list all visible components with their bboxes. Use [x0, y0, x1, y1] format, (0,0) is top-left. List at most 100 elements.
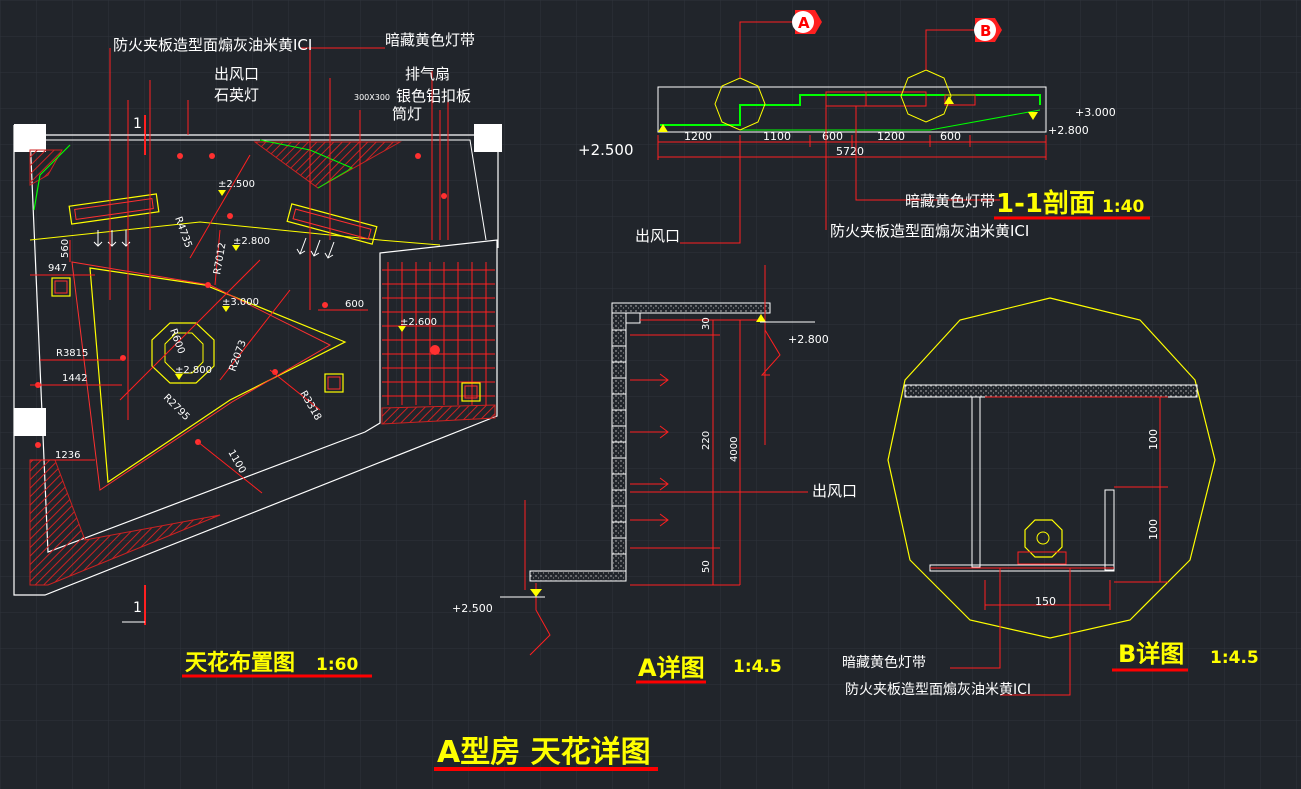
detail-a: +2.800 +2.500 30 220 4000 50 出风口 A详图 1:4… [452, 265, 857, 684]
detail-a-level: +2.800 [788, 333, 829, 346]
level-marker [1028, 112, 1038, 120]
section-fixtures [825, 91, 976, 107]
plan-level: ±3.000 [222, 297, 259, 308]
section-level: +2.500 [578, 141, 634, 159]
light-strip [259, 139, 354, 189]
plan-callout-downlight: 筒灯 [392, 105, 422, 123]
hatch-area [29, 149, 63, 186]
ceiling-star-outer [89, 267, 347, 484]
plan-callout-aluminum: 银色铝扣板 [396, 87, 471, 105]
section-dim: 1200 [684, 130, 712, 143]
section-dim-total: 5720 [836, 145, 864, 158]
plan-callout-quartz-lamp: 石英灯 [214, 86, 259, 104]
plan-dim: 560 [60, 239, 71, 258]
level-marker [944, 96, 954, 104]
cut-mark-bottom: 1 [133, 600, 142, 616]
detail-b-dim: 100 [1147, 519, 1160, 540]
plan-title: 天花布置图 [185, 650, 295, 676]
detail-b-title: B详图 [1118, 640, 1184, 668]
level-marker [658, 124, 668, 132]
detail-a-studs [612, 329, 626, 555]
plan-dimension-lines [30, 154, 368, 494]
detail-a-level: +2.500 [452, 602, 493, 615]
column-block [14, 124, 46, 152]
detail-b-hanger [971, 396, 981, 568]
exhaust-square [324, 373, 344, 393]
plan-dim: R3815 [56, 348, 88, 359]
column-block [474, 124, 502, 152]
plan-callout-light-strip: 暗藏黄色灯带 [385, 31, 475, 49]
detail-b-callout-plywood: 防火夹板造型面煽灰油米黄ICI [845, 681, 1031, 698]
ceiling-star-red [71, 261, 332, 491]
section-profile [660, 94, 1041, 126]
detail-a-callout-air: 出风口 [812, 482, 857, 500]
bathroom-tile-grid [382, 262, 495, 405]
exhaust-square [51, 277, 71, 297]
airflow-arrows [93, 230, 335, 259]
octagon-light [151, 322, 215, 384]
plan-outer-wall [13, 125, 499, 596]
plan-callout-air-outlet: 出风口 [214, 65, 259, 83]
plan-dim: 947 [48, 263, 67, 274]
detail-b-light [1024, 519, 1063, 558]
detail-b-callout-light: 暗藏黄色灯带 [842, 654, 926, 671]
cut-mark-top: 1 [133, 116, 142, 132]
detail-a-dim: 220 [701, 431, 712, 450]
section-callout-plywood: 防火夹板造型面煽灰油米黄ICI [830, 222, 1029, 240]
level-markers [175, 190, 406, 380]
section-scale: 1:40 [1102, 197, 1144, 217]
detail-b-boundary [887, 297, 1216, 639]
detail-b-hanger [1104, 489, 1115, 571]
section-1-1: A B 1200 1100 600 1200 600 5720 +2.500 +… [578, 10, 1150, 245]
section-dim: 1100 [763, 130, 791, 143]
section-callout-b-circle [900, 69, 952, 123]
section-level: +2.800 [1048, 124, 1089, 137]
plan-callout-plywood: 防火夹板造型面煽灰油米黄ICI [113, 36, 312, 54]
detail-a-slab [529, 570, 627, 582]
quartz-lamp [68, 193, 160, 225]
light-strip [33, 144, 71, 211]
plan-scale: 1:60 [316, 655, 358, 675]
section-dim: 600 [940, 130, 961, 143]
hatch-area [253, 141, 402, 189]
detail-b-scale: 1:4.5 [1210, 648, 1259, 668]
plan-callout-exhaust-size: 300X300 [354, 93, 390, 102]
plan-callout-exhaust-fan: 排气扇 [405, 65, 450, 83]
detail-a-scale: 1:4.5 [733, 657, 782, 677]
plan-dim: 1236 [55, 450, 80, 461]
level-marker [756, 314, 766, 322]
plan-level: ±2.600 [400, 317, 437, 328]
marker-a-circle [792, 11, 814, 33]
level-marker [530, 589, 542, 597]
hatch-area [381, 404, 496, 425]
detail-b-dimension-lines [950, 396, 1168, 696]
detail-a-dim: 4000 [729, 437, 740, 462]
detail-a-dim: 50 [701, 560, 712, 573]
detail-a-airflow [630, 319, 808, 586]
detail-a-dim: 30 [701, 317, 712, 330]
section-callout-air: 出风口 [635, 227, 680, 245]
plan-level: ±2.500 [218, 179, 255, 190]
marker-b: B [980, 22, 991, 40]
plan-level: ±2.800 [233, 236, 270, 247]
octagon-inner [164, 332, 204, 374]
detail-b-slab [904, 384, 1198, 398]
section-dim: 1200 [877, 130, 905, 143]
plan-dim: 600 [345, 299, 364, 310]
marker-a: A [798, 14, 810, 32]
plan-level: ±2.800 [175, 365, 212, 376]
marker-b-circle [974, 19, 996, 41]
detail-b-dim: 100 [1147, 429, 1160, 450]
ceiling-edge [29, 221, 441, 246]
section-callout-a-circle [714, 77, 766, 131]
plan-dim: 1442 [62, 373, 87, 384]
detail-b: 100 100 150 暗藏黄色灯带 防火夹板造型面煽灰油米黄ICI B详图 1… [842, 297, 1259, 698]
column-block [14, 408, 46, 436]
detail-a-slab [611, 302, 771, 314]
section-level: +3.000 [1075, 106, 1116, 119]
detail-b-dim: 150 [1035, 595, 1056, 608]
section-dim: 600 [822, 130, 843, 143]
exhaust-square [461, 382, 481, 402]
detail-a-title: A详图 [638, 654, 705, 682]
